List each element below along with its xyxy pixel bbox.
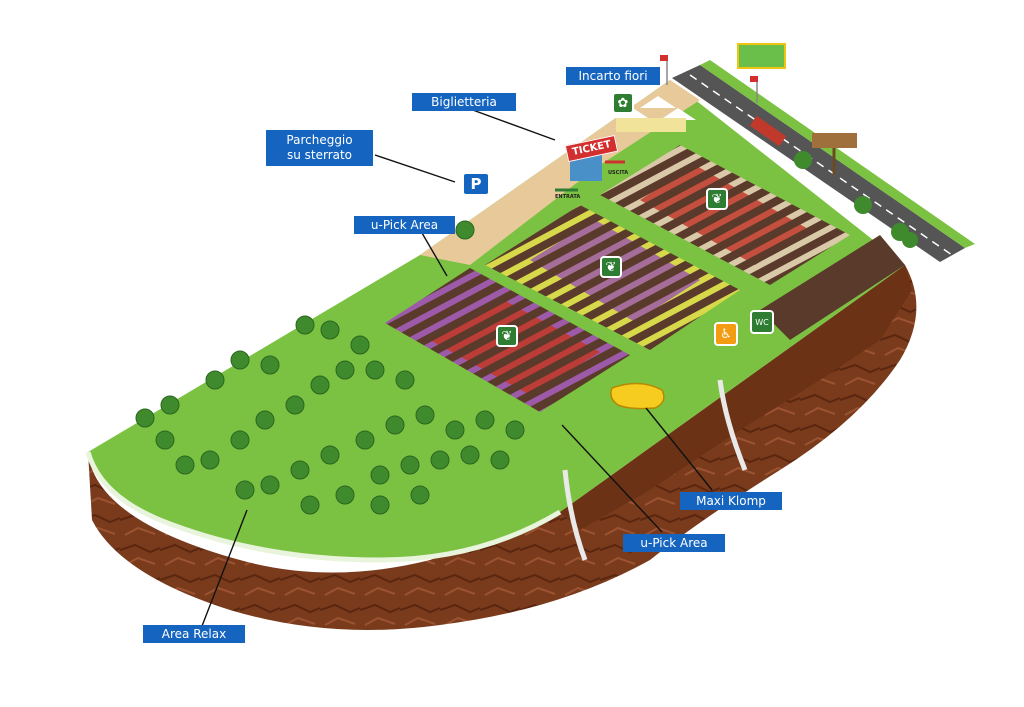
parcheggio-line1: Parcheggio — [286, 133, 353, 147]
entrata-sign: ENTRATA — [555, 194, 581, 200]
area-relax-label: Area Relax — [143, 625, 245, 643]
roadside-trees — [794, 151, 918, 248]
maxi-klomp — [610, 382, 665, 410]
flower-wrapping-tents — [612, 96, 696, 132]
flower-pick-icon: ❦ — [496, 325, 518, 347]
upick-area-bottom-label: u-Pick Area — [623, 534, 725, 552]
billboard — [737, 43, 786, 69]
parking-icon: P — [470, 175, 482, 193]
ice-cream-flower-icon: ✿ — [612, 92, 634, 114]
parking-sign-bg — [462, 172, 490, 196]
wheelchair-icon: ♿ — [714, 322, 738, 346]
parcheggio-label: Parcheggio su sterrato — [266, 130, 373, 166]
uscita-sign: USCITA — [608, 170, 629, 176]
biglietteria-label: Biglietteria — [412, 93, 516, 111]
relax-area-trees — [135, 220, 525, 515]
soil-base — [88, 265, 917, 630]
upick-area-top-label: u-Pick Area — [354, 216, 455, 234]
flower-pick-icon: ❦ — [706, 188, 728, 210]
flower-pick-icon: ❦ — [600, 256, 622, 278]
parcheggio-line2: su sterrato — [286, 148, 353, 162]
wc-icon: WC — [750, 310, 774, 334]
maxi-klomp-label: Maxi Klomp — [680, 492, 782, 510]
bus — [749, 115, 787, 147]
wc-label: WC — [755, 317, 769, 327]
wooden-sign — [812, 133, 857, 148]
incarto-fiori-label: Incarto fiori — [566, 67, 660, 85]
